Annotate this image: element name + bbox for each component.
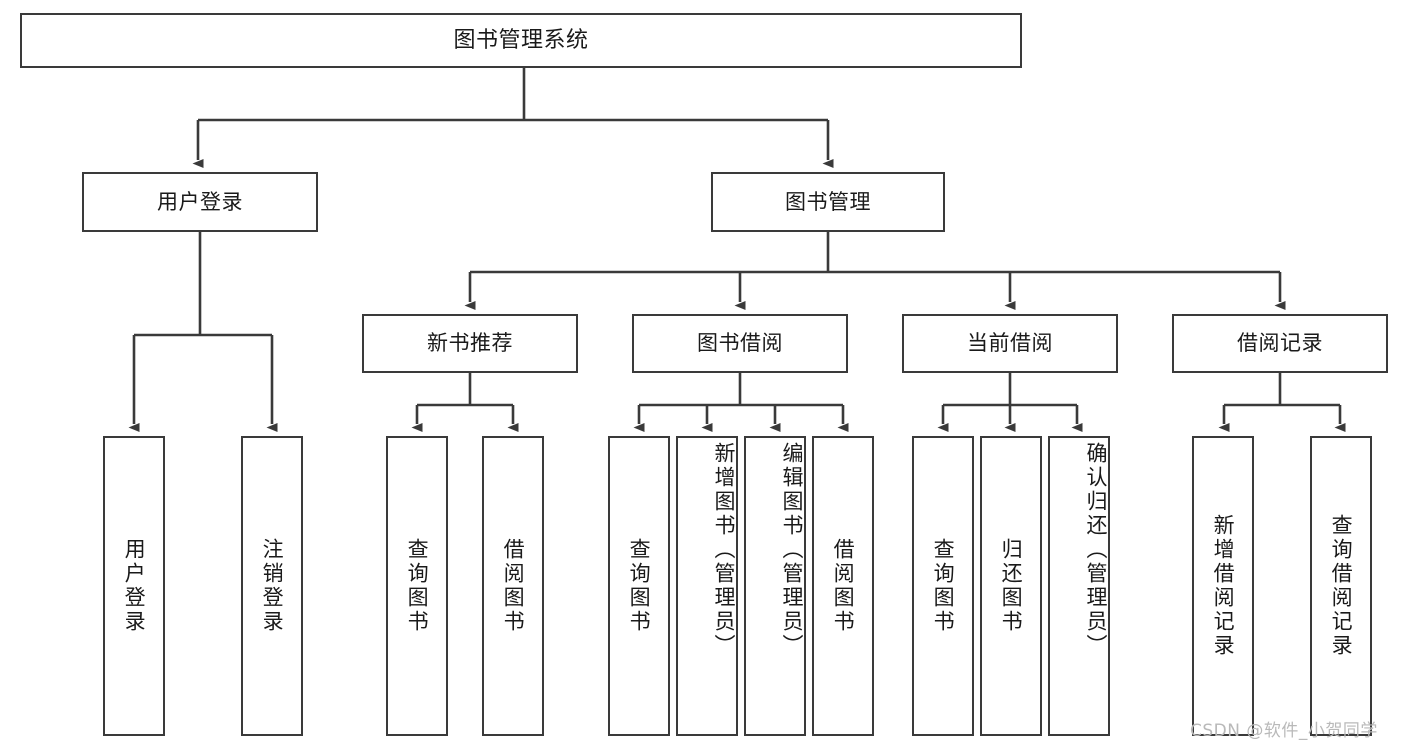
node-leaf-add-borrow-record[interactable]: 新增借阅记录 <box>1192 436 1254 736</box>
node-leaf-confirm-return-admin[interactable]: 确认归还（管理员） <box>1048 436 1110 736</box>
node-current-borrow[interactable]: 当前借阅 <box>902 314 1118 373</box>
watermark-text: CSDN @软件_小贺同学 <box>1190 721 1378 741</box>
node-root-book-management-system[interactable]: 图书管理系统 <box>20 13 1022 68</box>
node-label: 图书借阅 <box>697 331 783 356</box>
node-book-management[interactable]: 图书管理 <box>711 172 945 232</box>
node-leaf-logout[interactable]: 注销登录 <box>241 436 303 736</box>
node-user-login[interactable]: 用户登录 <box>82 172 318 232</box>
node-book-borrow[interactable]: 图书借阅 <box>632 314 848 373</box>
node-label: 当前借阅 <box>967 331 1053 356</box>
node-label: 借阅图书 <box>501 538 526 634</box>
node-label: 借阅记录 <box>1237 331 1323 356</box>
node-label: 注销登录 <box>260 538 285 634</box>
node-label: 图书管理 <box>785 189 871 214</box>
node-leaf-query-book-borrow[interactable]: 查询图书 <box>608 436 670 736</box>
csdn-watermark: CSDN @软件_小贺同学 <box>1190 716 1378 741</box>
node-label: 查询借阅记录 <box>1329 514 1354 658</box>
node-leaf-return-book[interactable]: 归还图书 <box>980 436 1042 736</box>
node-leaf-borrow-book[interactable]: 借阅图书 <box>812 436 874 736</box>
node-leaf-edit-book-admin[interactable]: 编辑图书（管理员） <box>744 436 806 736</box>
node-label: 查询图书 <box>405 538 430 634</box>
node-leaf-query-book-current[interactable]: 查询图书 <box>912 436 974 736</box>
node-leaf-borrow-book-recommend[interactable]: 借阅图书 <box>482 436 544 736</box>
node-label: 新增图书（管理员） <box>712 442 736 658</box>
node-leaf-query-book-recommend[interactable]: 查询图书 <box>386 436 448 736</box>
node-label: 借阅图书 <box>831 538 856 634</box>
node-leaf-query-borrow-record[interactable]: 查询借阅记录 <box>1310 436 1372 736</box>
node-label: 归还图书 <box>999 538 1024 634</box>
node-leaf-user-login[interactable]: 用户登录 <box>103 436 165 736</box>
node-label: 查询图书 <box>627 538 652 634</box>
node-label: 编辑图书（管理员） <box>780 442 804 658</box>
node-label: 用户登录 <box>157 189 243 214</box>
node-borrow-record[interactable]: 借阅记录 <box>1172 314 1388 373</box>
node-label: 图书管理系统 <box>453 27 589 53</box>
node-leaf-add-book-admin[interactable]: 新增图书（管理员） <box>676 436 738 736</box>
node-label: 确认归还（管理员） <box>1084 442 1108 658</box>
node-label: 新书推荐 <box>427 331 513 356</box>
node-label: 用户登录 <box>122 538 147 634</box>
node-label: 查询图书 <box>931 538 956 634</box>
node-label: 新增借阅记录 <box>1211 514 1236 658</box>
node-new-book-recommend[interactable]: 新书推荐 <box>362 314 578 373</box>
